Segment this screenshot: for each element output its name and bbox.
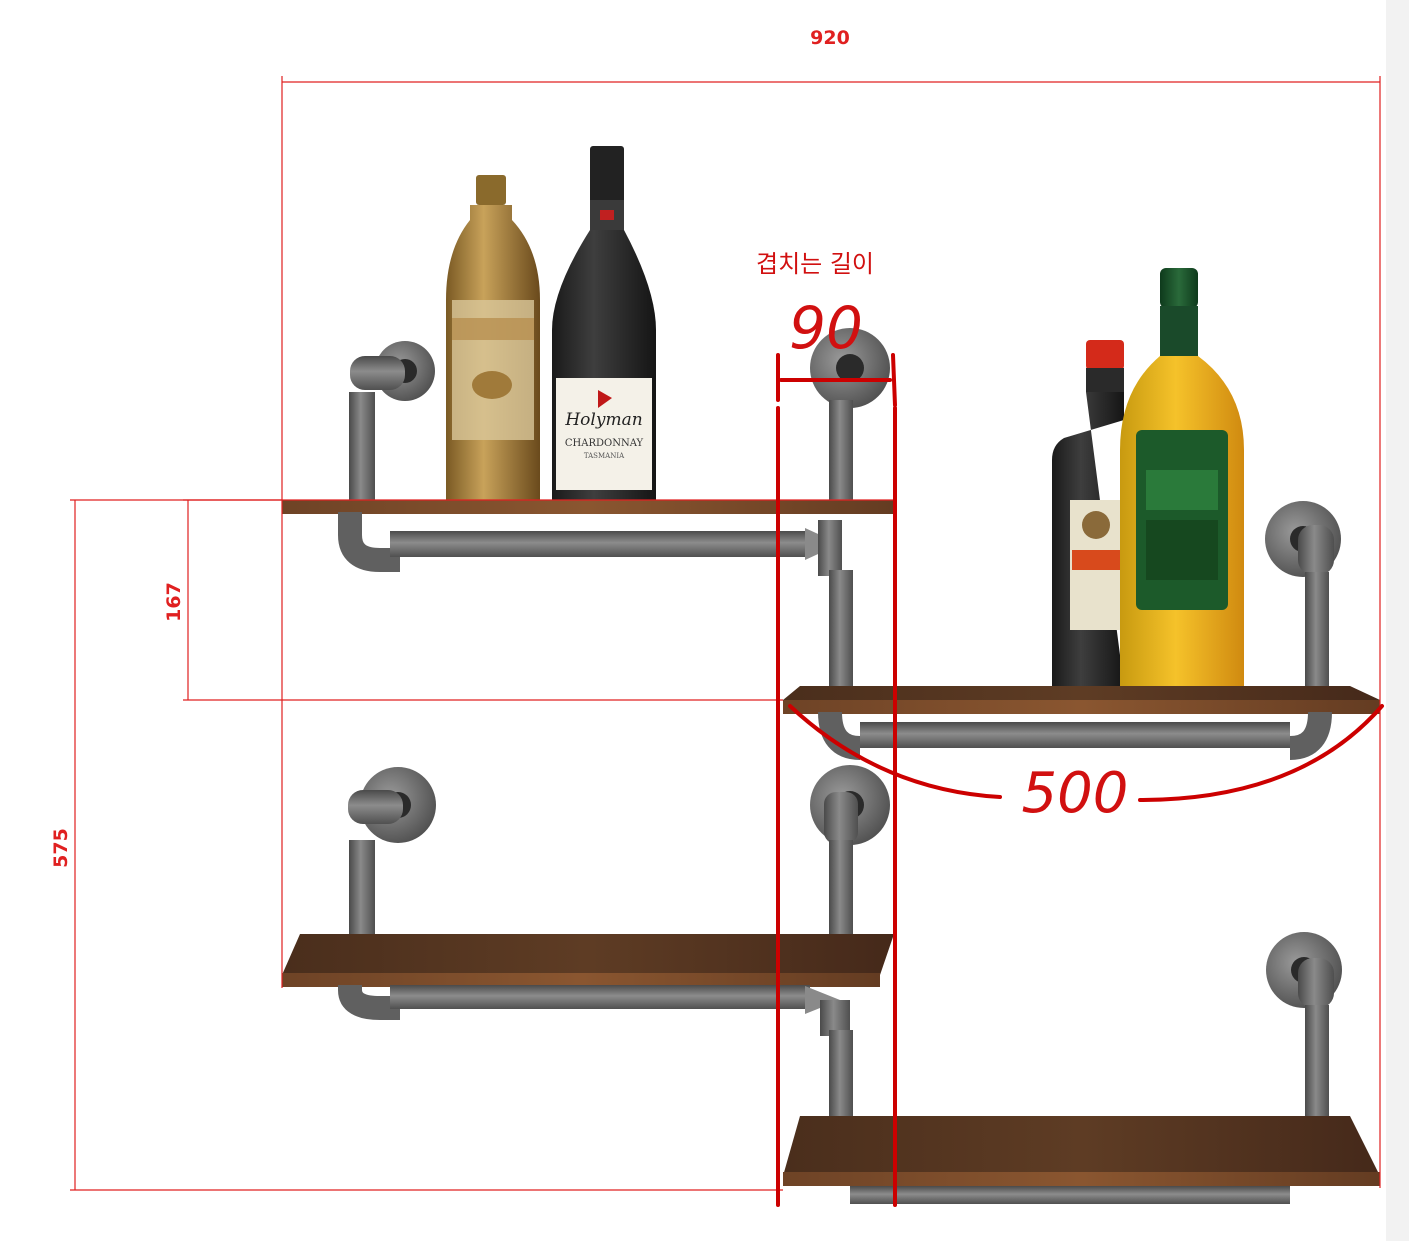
whisky-bottle [1120,268,1244,686]
pipe-upright [829,840,853,940]
pipe-upright [829,400,853,504]
shelf-unit-lower-right [783,932,1380,1204]
wood-shelf [282,500,894,514]
amber-liquor-bottle [446,175,540,500]
overlap-annotation [776,353,897,1207]
pipe-rail [860,722,1290,748]
dimension-lines [70,76,1381,1191]
shelf-unit-upper-right [783,501,1380,760]
pipe-rail [850,1186,1290,1204]
edge-shadow [1386,0,1409,1241]
pipe-upright [349,392,375,504]
pipe-upright [1305,572,1329,690]
wood-shelf [282,973,880,987]
pipe-upright [829,570,853,700]
gap-dimension-label: 167 [163,582,185,622]
pipe-upright [829,1030,853,1118]
pipe-rail [390,985,810,1009]
pipe-upright [349,840,375,940]
herbal-liqueur-bottle [1052,340,1124,686]
pipe-upright [1305,1005,1329,1120]
wine-label-region: TASMANIA [584,452,625,460]
shelf-unit-upper-left [282,328,894,700]
wood-shelf [783,700,1380,714]
wine-bottle: Holyman CHARDONNAY TASMANIA [552,146,656,500]
wine-label-type: CHARDONNAY [565,438,644,449]
shelf-length-annotation [788,704,1384,802]
wood-shelf [783,1172,1380,1186]
overlap-label: 겹치는 길이 [756,250,874,278]
overlap-value: 90 [789,294,863,362]
width-dimension-label: 920 [810,27,850,49]
shelf-unit-lower-left [282,765,894,1118]
pipe-rail [390,531,810,557]
wine-label-brand: Holyman [564,410,642,430]
shelf-length-value: 500 [1022,761,1129,826]
height-dimension-label: 575 [50,828,72,868]
